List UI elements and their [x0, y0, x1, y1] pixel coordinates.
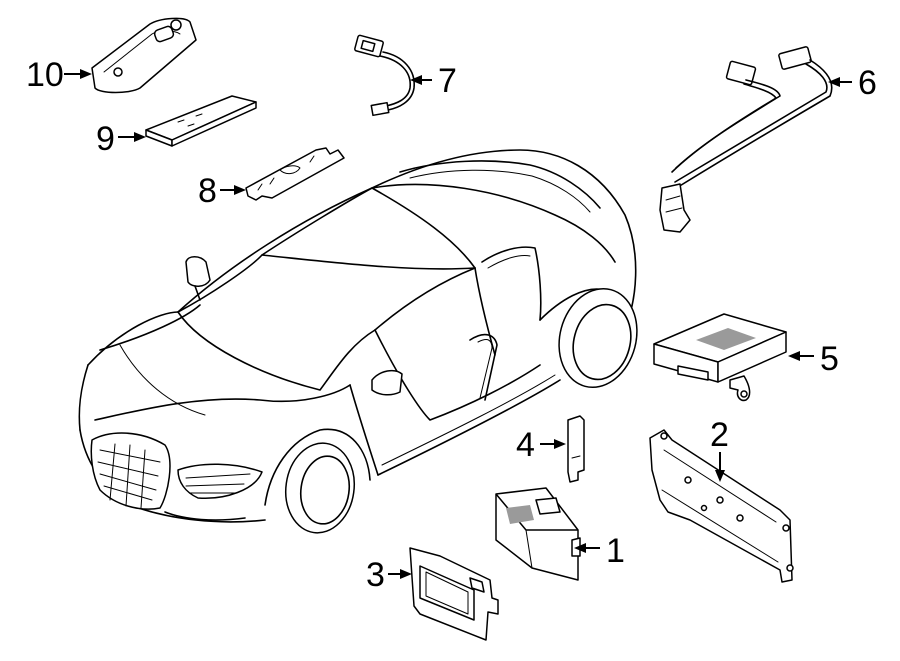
callout-10-number: 10	[26, 56, 64, 94]
callout-4-number: 4	[516, 426, 535, 464]
callout-5-number: 5	[820, 340, 839, 378]
car-illustration	[78, 149, 638, 534]
callout-6: 6	[828, 64, 877, 102]
callout-2: 2	[710, 416, 729, 482]
part-5-control-module	[653, 313, 787, 402]
callout-7-number: 7	[438, 62, 457, 100]
callout-1-number: 1	[606, 532, 625, 570]
callout-10: 10	[26, 56, 92, 94]
part-9-key-card	[145, 95, 257, 147]
callout-8-number: 8	[198, 172, 217, 210]
part-3-trim-frame	[409, 547, 499, 641]
callout-9-number: 9	[96, 120, 115, 158]
callout-7: 7	[410, 62, 457, 100]
part-2-mounting-bracket	[649, 429, 794, 583]
part-6-wiring-harness	[659, 46, 833, 233]
callout-3-number: 3	[366, 556, 385, 594]
part-4-sensor	[567, 415, 585, 483]
callout-2-number: 2	[710, 416, 729, 454]
callout-1: 1	[574, 532, 625, 570]
part-1-control-module	[495, 487, 581, 581]
callout-5: 5	[788, 340, 839, 378]
part-10-key-fob-holder	[91, 17, 197, 94]
callout-3: 3	[366, 556, 412, 594]
callout-6-number: 6	[858, 64, 877, 102]
callout-9: 9	[96, 120, 146, 158]
callout-4: 4	[516, 426, 566, 464]
callout-8: 8	[198, 172, 246, 210]
part-8-antenna-plate	[245, 147, 345, 201]
part-7-wiring-harness	[354, 34, 415, 117]
